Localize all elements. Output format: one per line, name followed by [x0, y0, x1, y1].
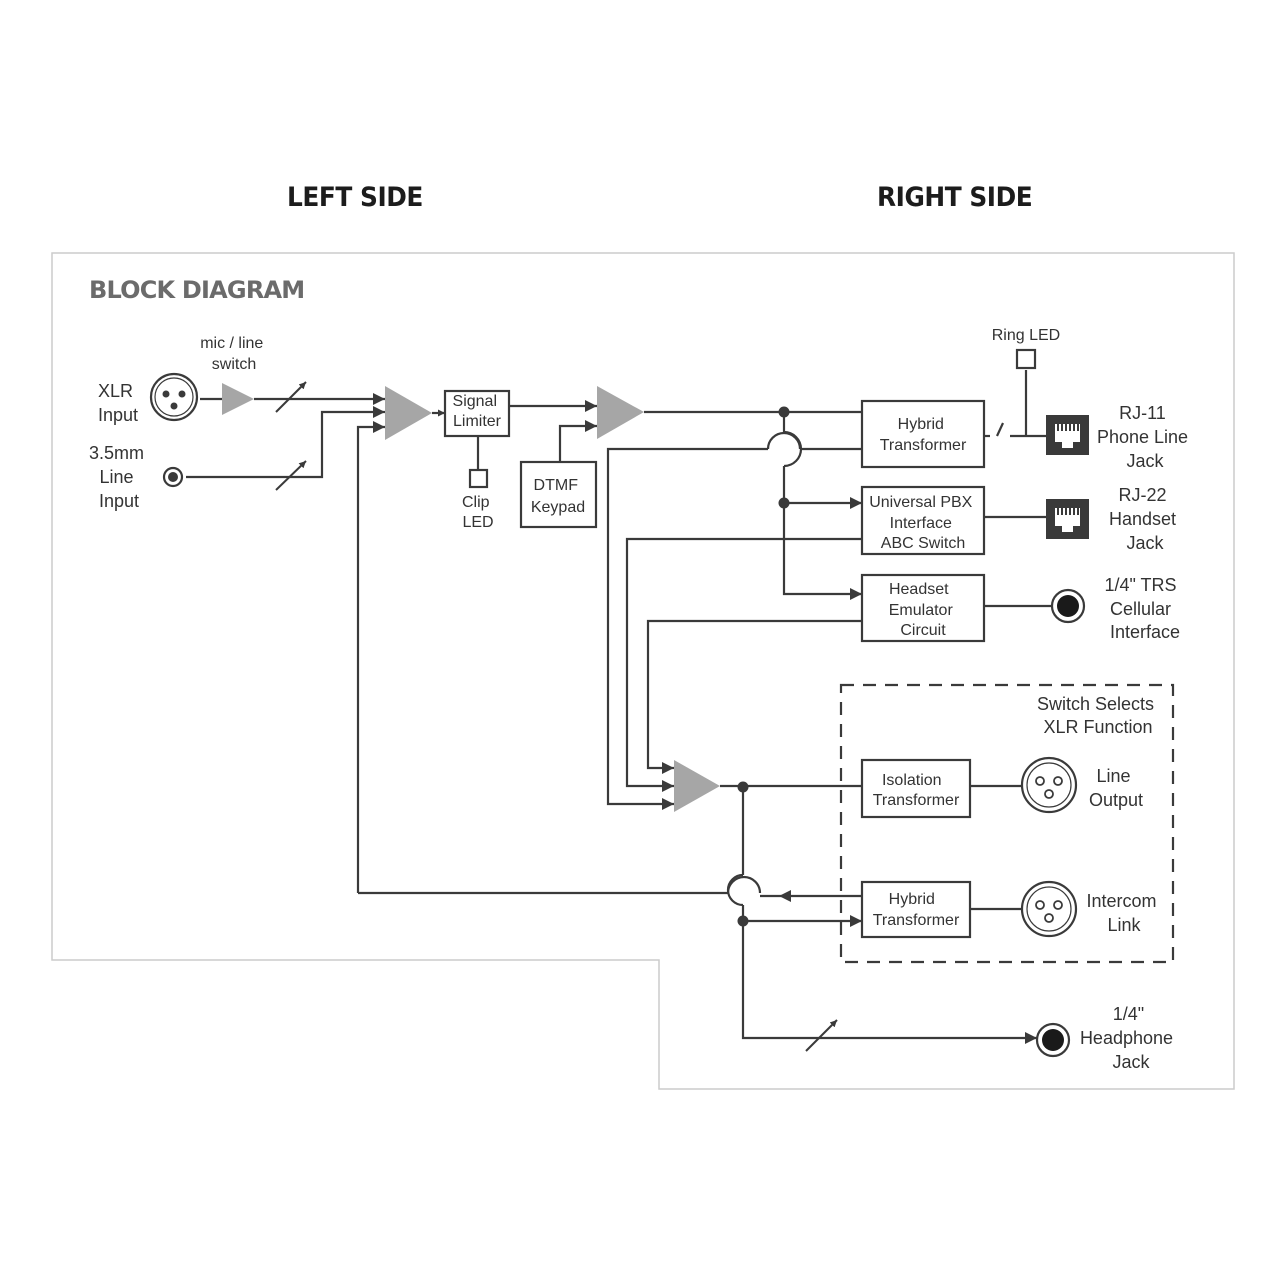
trs-label: 1/4" TRS Cellular Interface	[1104, 575, 1181, 642]
input-mixer-amp-icon	[385, 386, 432, 440]
wire-crossovers	[726, 430, 803, 907]
rj11-jack-icon	[1046, 415, 1089, 455]
xlr-input-label: XLR Input	[98, 381, 138, 425]
ring-led-label: Ring LED	[992, 327, 1060, 344]
switch-selects-label: Switch Selects XLR Function	[1037, 694, 1159, 737]
panel-title: BLOCK DIAGRAM	[89, 276, 304, 304]
rj11-label: RJ-11 Phone Line Jack	[1097, 403, 1193, 471]
rj22-label: RJ-22 Handset Jack	[1109, 485, 1181, 553]
mic-line-switch-amp-icon	[222, 383, 254, 415]
intercom-xlr-icon	[1020, 880, 1078, 938]
level-controls	[275, 381, 838, 1052]
intercom-label: Intercom Link	[1086, 891, 1161, 935]
rj22-jack-icon	[1046, 499, 1089, 539]
boxes	[443, 348, 1037, 939]
headset-emulator-label: Headset Emulator Circuit	[889, 581, 957, 639]
line-level-control-icon	[275, 460, 307, 491]
amplifiers	[222, 383, 720, 812]
headphone-label: 1/4" Headphone Jack	[1080, 1004, 1178, 1072]
headphone-jack-icon	[1035, 1022, 1071, 1058]
hybrid-transformer-bottom-box	[860, 880, 972, 939]
right-side-heading: RIGHT SIDE	[877, 182, 1033, 213]
line-output-xlr-icon	[1020, 756, 1078, 814]
line-input-label: 3.5mm Line Input	[89, 443, 149, 511]
xlr-function-switch-region	[839, 683, 1175, 964]
clip-led-icon	[468, 468, 489, 489]
line-output-label: Line Output	[1089, 766, 1143, 810]
junction-dots	[737, 406, 790, 927]
hybrid-transformer-top-box	[860, 399, 986, 469]
headphone-level-control-icon	[805, 1019, 838, 1052]
mic-line-switch-label: mic / line switch	[200, 335, 268, 373]
xlr-input-connector-icon	[149, 372, 199, 422]
receive-mixer-amp-icon	[674, 760, 720, 812]
signal-limiter-box	[443, 389, 511, 438]
trs-jack-icon	[1050, 588, 1086, 624]
dtmf-keypad-label: DTMF Keypad	[531, 477, 585, 516]
dtmf-keypad-box	[519, 460, 598, 529]
pbx-interface-box	[860, 485, 986, 556]
hybrid-transformer-bottom-label: Hybrid Transformer	[873, 891, 960, 929]
headset-emulator-box	[860, 573, 986, 643]
signal-limiter-label: Signal Limiter	[453, 393, 502, 430]
clip-led-label: Clip LED	[462, 494, 494, 531]
ring-led-icon	[1015, 348, 1037, 370]
output-amp-icon	[597, 386, 644, 439]
left-side-heading: LEFT SIDE	[287, 182, 423, 213]
panel-border	[51, 252, 1235, 1090]
isolation-transformer-label: Isolation Transformer	[873, 772, 960, 809]
line-input-jack-icon	[162, 466, 184, 488]
isolation-transformer-box	[860, 758, 972, 819]
xlr-level-control-icon	[275, 381, 307, 413]
signal-wires	[186, 370, 1052, 1044]
pbx-interface-label: Universal PBX Interface ABC Switch	[869, 494, 977, 552]
hybrid-transformer-top-label: Hybrid Transformer	[880, 416, 967, 454]
